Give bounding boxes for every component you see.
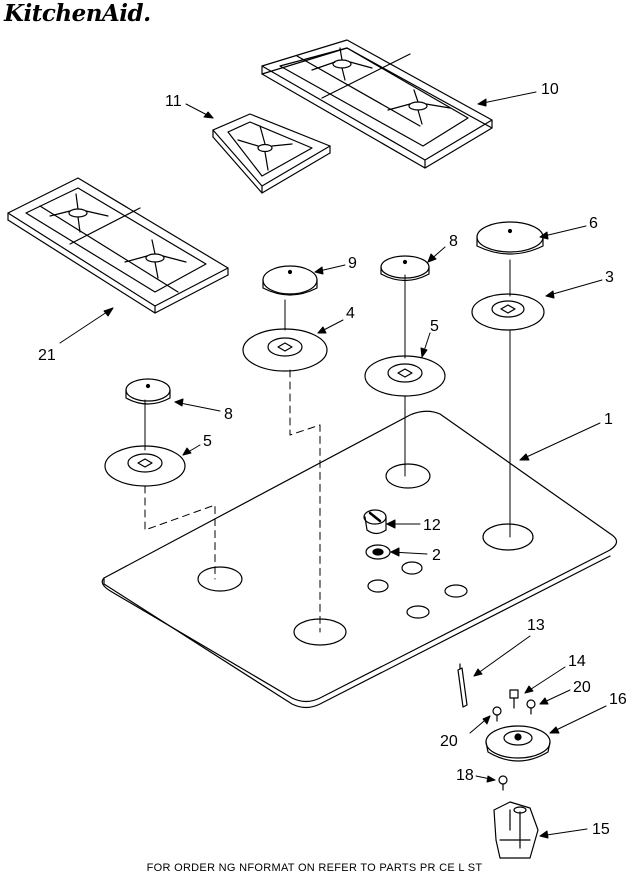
part-8-burner-cap-left [125,378,171,405]
valve-hole [401,561,423,575]
callout-20-right: 20 [573,679,591,696]
part-5-burner-base-left [104,445,186,487]
part-13-igniter [457,663,468,708]
part-20-screw [526,699,536,715]
callout-16: 16 [609,691,627,708]
part-2-bezel [365,544,391,560]
part-1-cooktop-panel [101,410,618,709]
part-20-screw-left [492,706,502,722]
callout-12: 12 [423,517,441,534]
valve-hole [367,579,389,593]
callout-13: 13 [527,617,545,634]
part-15-valve [493,801,539,859]
valve-hole [444,584,468,598]
part-18-screw [498,775,508,791]
part-5-burner-base [364,355,446,397]
part-10-double-grate [261,39,493,169]
callout-3: 3 [605,269,614,286]
part-11-center-grate [212,113,331,194]
callout-5-left: 5 [203,433,212,450]
part-4-burner-base [242,328,328,372]
kitchenaid-logo: KitchenAid. [4,0,151,27]
callout-21: 21 [38,347,56,364]
callout-1: 1 [604,411,613,428]
part-3-burner-base [471,293,545,331]
part-6-burner-cap [476,221,544,255]
callout-20-left: 20 [440,733,458,750]
callout-2: 2 [432,547,441,564]
callout-8-left: 8 [224,406,233,423]
callout-18: 18 [456,767,474,784]
callout-10: 10 [541,81,559,98]
part-14-screw [509,689,519,709]
callout-9: 9 [348,255,357,272]
leader-lines [59,91,607,839]
valve-hole [406,605,430,619]
burner-hole [197,566,243,592]
burner-hole [482,523,534,551]
callout-8-top: 8 [449,233,458,250]
callout-14: 14 [568,653,586,670]
burner-hole [385,463,431,489]
callout-5-center: 5 [430,318,439,335]
footer-note: FOR ORDER NG NFORMAT ON REFER TO PARTS P… [146,862,483,874]
part-12-knob [363,509,387,535]
callout-6: 6 [589,215,598,232]
alignment-lines [144,259,511,633]
callout-11: 11 [165,93,182,110]
part-16-burner-base [485,725,551,762]
callout-15: 15 [592,821,610,838]
part-21-double-grate [7,177,229,314]
callout-labels: 11 10 21 9 8 6 4 5 3 8 5 1 12 2 13 14 20… [38,81,627,838]
part-9-burner-cap [262,265,318,296]
callout-4: 4 [346,305,355,322]
